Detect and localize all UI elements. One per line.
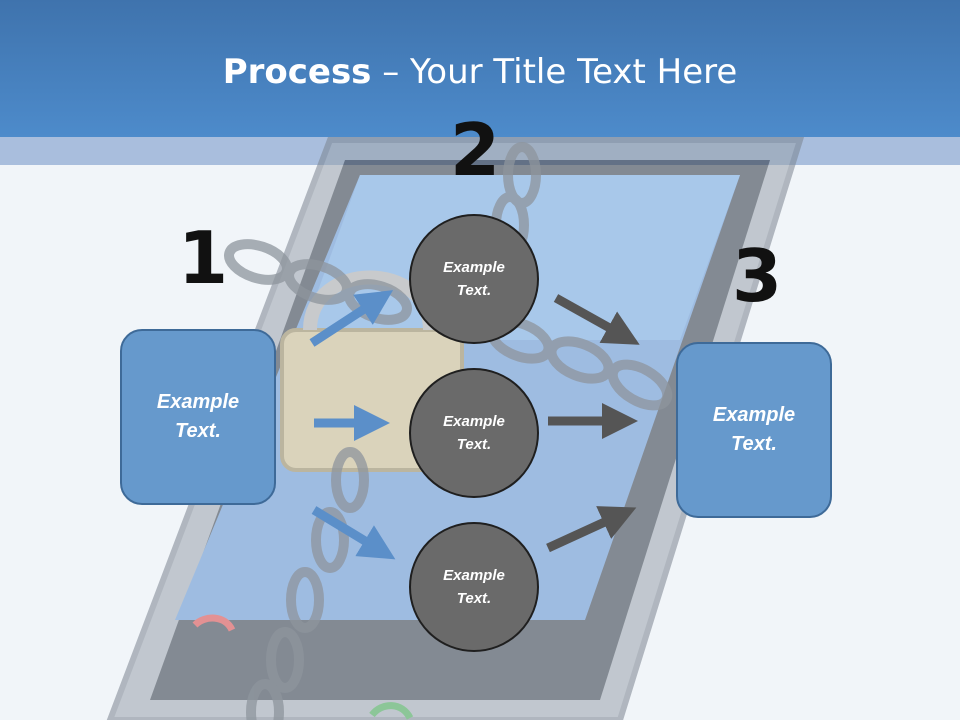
circle-middle: Example Text.	[409, 368, 539, 498]
right-box: Example Text.	[676, 342, 832, 518]
step-number-1: 1	[178, 216, 229, 300]
header-bar	[0, 0, 960, 137]
left-box: Example Text.	[120, 329, 276, 505]
page-title: Process – Your Title Text Here	[222, 52, 738, 92]
step-number-3: 3	[732, 234, 783, 318]
arrow-in-top	[309, 290, 394, 347]
arrow-out-bottom	[546, 506, 637, 553]
step-number-2: 2	[450, 108, 501, 192]
arrow-out-top	[553, 294, 640, 345]
circle-top: Example Text.	[409, 214, 539, 344]
arrow-in-bottom	[311, 506, 396, 560]
circle-bottom: Example Text.	[409, 522, 539, 652]
